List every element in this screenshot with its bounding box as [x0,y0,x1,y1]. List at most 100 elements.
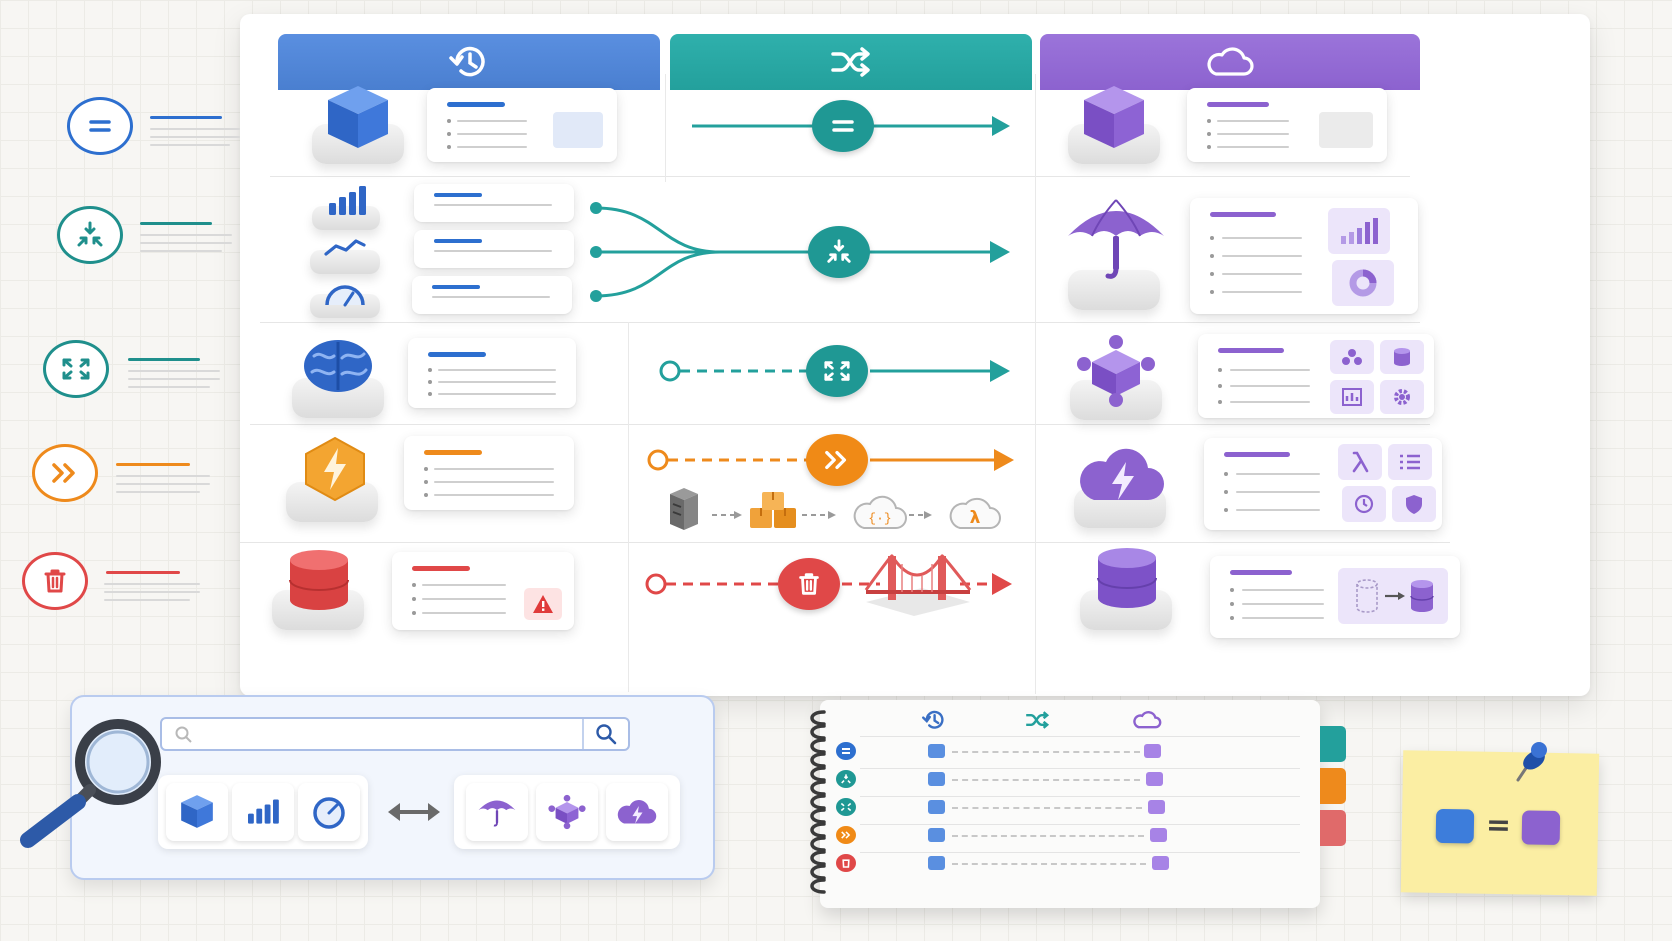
gauge-icon [325,285,365,307]
bar-chart-icon [248,799,279,824]
info-card[interactable] [392,552,574,630]
magnifying-glass-icon [20,719,161,848]
lambda-icon [1352,451,1369,473]
boxes-icon [750,492,796,528]
notebook-tab-red[interactable] [1320,810,1346,846]
search-bar[interactable] [160,717,630,751]
flow-node-expand[interactable] [806,345,868,397]
row-marker-trash[interactable] [22,552,88,610]
flow-lines [590,116,1014,595]
search-button[interactable] [582,719,628,749]
equals-icon [842,748,850,754]
fast-forward-icon [825,450,847,470]
lambda-tile[interactable] [1338,444,1382,480]
red-database-icon [289,550,349,610]
services-card[interactable] [1204,438,1442,530]
clock-tile[interactable] [1342,486,1386,522]
tile-umbrella[interactable] [466,783,528,841]
settings-tile[interactable] [1380,380,1424,414]
search-icon [596,724,617,745]
trash-icon [842,859,850,868]
tile-network[interactable] [536,783,598,841]
flow-node-equals[interactable] [812,100,874,152]
info-card[interactable] [412,276,572,314]
notebook-row-icon-expand [836,798,856,816]
gear-icon [1394,389,1410,405]
info-card[interactable] [404,436,574,510]
cluster-icon [1342,349,1362,365]
database-tile[interactable] [1380,340,1424,374]
database-migration-icon [1356,579,1434,613]
donut-chart-icon [1349,269,1377,297]
row-title-stub [106,571,180,574]
clock-icon [1354,494,1374,514]
search-input[interactable] [198,723,578,745]
info-card[interactable] [414,230,574,268]
tile-blue-cube[interactable] [166,783,228,841]
row-marker-expand[interactable] [43,340,109,398]
flow-node-fast-forward[interactable] [806,434,868,486]
migration-card[interactable] [1210,556,1460,638]
dashboard-card[interactable] [1190,198,1418,314]
notebook-tab-teal[interactable] [1320,726,1346,762]
row-title-stub [140,222,212,225]
trash-icon [799,573,819,595]
notebook-row-icon-compress [836,770,856,788]
source-services-strip [158,775,368,849]
cluster-tile[interactable] [1330,340,1374,374]
svg-text:{·}: {·} [868,511,891,526]
shield-tile[interactable] [1392,486,1436,522]
fast-forward-icon [841,831,851,839]
cloud-icon [1207,47,1254,76]
info-card[interactable] [1187,88,1387,162]
brain-icon [304,340,372,392]
notebook-row-icon-trash [836,854,856,872]
info-card[interactable] [427,88,617,162]
analytics-icon [1342,388,1362,406]
sticky-note[interactable]: = [1400,750,1600,896]
migration-tile[interactable] [1338,568,1448,624]
shuffle-icon [831,47,870,77]
equals-icon [89,120,111,132]
row-marker-equals[interactable] [67,97,133,155]
list-tile[interactable] [1388,444,1432,480]
bar-chart-icon [329,186,366,215]
placeholder-thumbnail [553,112,603,148]
lightning-cloud-icon [1080,448,1164,500]
info-card[interactable] [408,338,576,408]
umbrella-icon [1068,199,1164,279]
column-header-cloud[interactable] [1040,34,1420,90]
bar-chart-tile[interactable] [1328,208,1390,254]
list-icon [1400,454,1420,470]
server-icon [670,488,698,530]
gauge-icon [313,797,345,829]
column-header-shuffle[interactable] [670,34,1032,90]
database-icon [1394,348,1410,366]
notebook-row-icon-equals [836,742,856,760]
flow-node-trash[interactable] [778,558,840,610]
tile-lightning-cloud[interactable] [606,783,668,841]
row-marker-fast-forward[interactable] [32,444,98,502]
compress-arrows-icon [77,221,103,247]
flow-node-compress[interactable] [808,226,870,278]
network-cluster-icon [1077,335,1155,407]
blue-cube-icon [328,86,388,148]
column-header-history[interactable] [278,34,660,90]
donut-chart-tile[interactable] [1332,260,1394,306]
info-card[interactable] [414,184,574,222]
tile-bar-chart[interactable] [232,783,294,841]
row-marker-compress[interactable] [57,206,123,264]
pushpin-icon [1516,742,1547,782]
expand-arrows-icon [840,802,852,812]
cloud-icon [1133,711,1162,729]
line-chart-icon [324,239,366,256]
shuffle-icon [1026,711,1050,729]
blue-square [1435,808,1475,844]
row-title-stub [150,116,222,119]
comparison-notebook [820,700,1346,908]
placeholder-thumbnail [1319,112,1373,148]
tile-gauge[interactable] [298,783,360,841]
notebook-tab-orange[interactable] [1320,768,1346,804]
services-card[interactable] [1198,334,1434,418]
analytics-tile[interactable] [1330,380,1374,414]
